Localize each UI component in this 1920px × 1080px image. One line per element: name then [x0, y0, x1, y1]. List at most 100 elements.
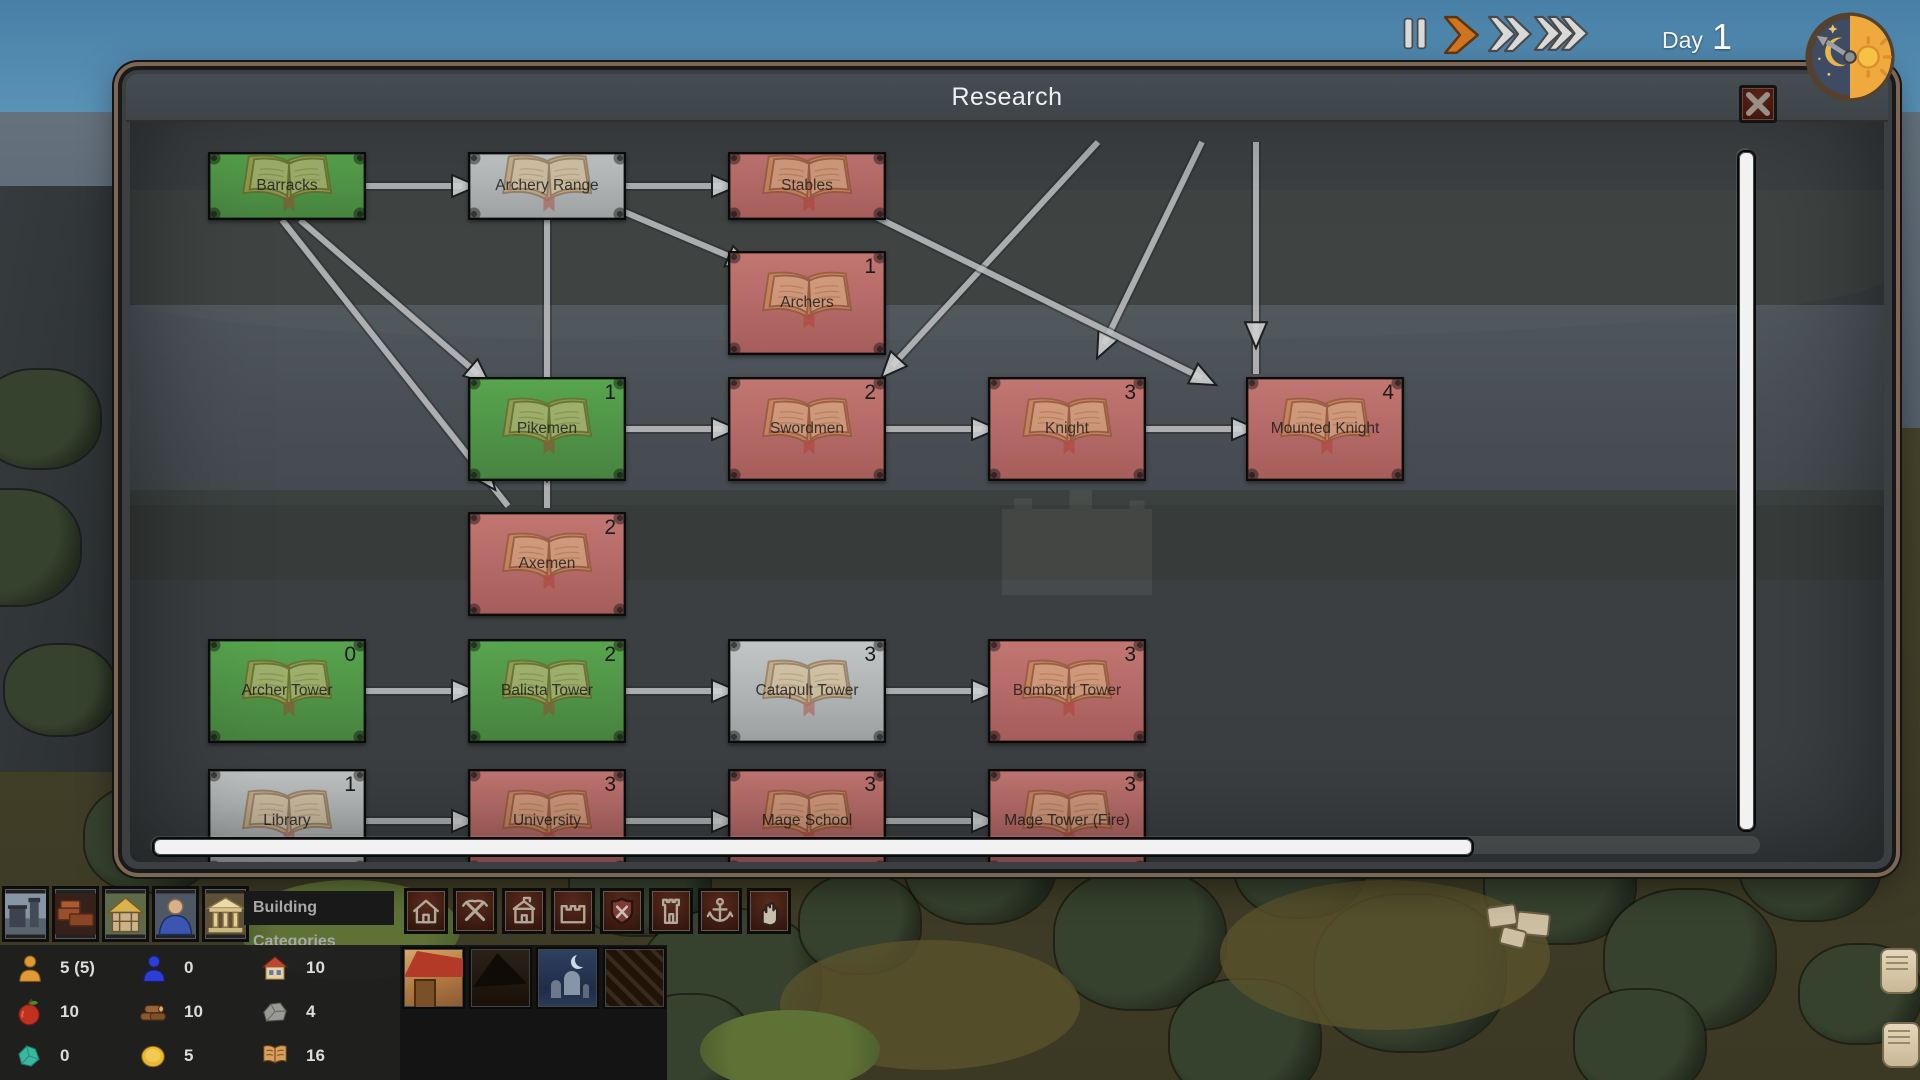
building-category-toolbar — [404, 888, 791, 934]
resource-gems-value: 0 — [60, 1046, 70, 1065]
research-cost-badge: 3 — [1124, 643, 1136, 666]
corner-flourish — [990, 641, 1144, 741]
category-naval[interactable] — [698, 888, 742, 934]
coin-icon — [141, 1045, 165, 1068]
tech-node-label: Swordmen — [769, 420, 845, 437]
play-icon — [1443, 15, 1480, 55]
tech-node-catapult-tower[interactable]: 3 Catapult Tower — [728, 639, 886, 743]
dialog-header: Research — [126, 74, 1888, 122]
category-towers[interactable] — [649, 888, 693, 934]
resource-population-value: 5 (5) — [60, 958, 95, 977]
resource-workers: 0 — [138, 953, 193, 983]
tree-cluster — [1055, 870, 1225, 1010]
tech-node-archer-tower[interactable]: 0 Archer Tower — [208, 639, 366, 743]
close-button[interactable] — [1739, 85, 1777, 123]
research-cost-badge: 3 — [864, 773, 876, 796]
research-cost-badge: 1 — [344, 773, 356, 796]
play-button[interactable] — [1441, 14, 1483, 56]
bricks-icon — [55, 893, 96, 935]
pause-button[interactable] — [1401, 15, 1429, 55]
category-military[interactable] — [600, 888, 644, 934]
vertical-scrollbar[interactable] — [1736, 148, 1756, 832]
building-thumb-graveyard[interactable] — [536, 947, 599, 1009]
scroll-pickup[interactable] — [1880, 948, 1918, 994]
tech-node-pikemen[interactable]: 1 Pikemen — [468, 377, 626, 481]
tech-node-label: Pikemen — [516, 420, 578, 437]
tech-node-label: Archer Tower — [241, 682, 333, 699]
tech-node-label: Mage School — [761, 812, 853, 829]
hand-icon — [761, 902, 779, 926]
tech-node-label: Knight — [1045, 420, 1089, 437]
research-cost-badge: 3 — [1124, 773, 1136, 796]
building-thumb-market[interactable] — [402, 947, 465, 1009]
house-building-icon — [105, 893, 146, 935]
building-thumb-dark-house[interactable] — [469, 947, 532, 1009]
castle-town-icon — [5, 893, 46, 935]
civic-building-icon — [512, 896, 536, 924]
castle-wall-icon — [560, 905, 586, 924]
tech-node-label: Axemen — [518, 555, 576, 572]
gem-icon — [18, 1045, 40, 1067]
main-menu-buttons — [2, 886, 249, 942]
house-icon — [413, 899, 439, 924]
tech-node-label: Balista Tower — [501, 682, 593, 699]
tech-node-balista-tower[interactable]: 2 Balista Tower — [468, 639, 626, 743]
tech-node-stables[interactable]: Stables — [728, 152, 886, 220]
stone-icon — [263, 1002, 287, 1022]
villager-portrait-icon — [155, 893, 196, 936]
villager-icon — [19, 955, 41, 982]
corner-flourish — [470, 379, 624, 479]
bricks-menu-button[interactable] — [52, 886, 99, 942]
category-walls[interactable] — [551, 888, 595, 934]
town-menu-button[interactable] — [2, 886, 49, 942]
scroll-pickup[interactable] — [1882, 1022, 1920, 1068]
day-night-clock-icon[interactable] — [1804, 11, 1896, 103]
research-dialog: Research Barracks — [122, 70, 1892, 869]
corner-flourish — [470, 514, 624, 614]
anchor-icon — [706, 897, 734, 922]
tech-node-knight[interactable]: 3 Knight — [988, 377, 1146, 481]
horizontal-scrollbar-thumb[interactable] — [152, 837, 1474, 857]
tech-node-archers[interactable]: 1 Archers — [728, 251, 886, 355]
tower-icon — [662, 898, 680, 924]
research-cost-badge: 1 — [864, 255, 876, 278]
category-civic[interactable] — [502, 888, 546, 934]
tech-node-axemen[interactable]: 2 Axemen — [468, 512, 626, 616]
building-thumb-lattice[interactable] — [603, 947, 666, 1009]
tech-node-bombard-tower[interactable]: 3 Bombard Tower — [988, 639, 1146, 743]
tech-tree-viewport[interactable]: Barracks Archery Range — [130, 122, 1884, 862]
resource-stone-value: 4 — [306, 1002, 316, 1021]
tree-cluster — [0, 370, 100, 469]
tech-node-label: Stables — [781, 177, 833, 194]
tech-node-label: Catapult Tower — [755, 682, 859, 699]
resource-food: 10 — [14, 997, 79, 1027]
tech-node-archery-range[interactable]: Archery Range — [468, 152, 626, 220]
moss-patch — [700, 1010, 880, 1080]
rocks — [1485, 903, 1519, 929]
resource-gold: 5 — [138, 1041, 193, 1071]
corner-flourish — [210, 641, 364, 741]
category-decoration[interactable] — [747, 888, 791, 934]
tech-node-mounted-knight[interactable]: 4 Mounted Knight — [1246, 377, 1404, 481]
resource-workers-value: 0 — [184, 958, 194, 977]
fastest-forward-button[interactable] — [1533, 14, 1593, 56]
horizontal-scrollbar[interactable] — [150, 836, 1760, 857]
research-menu-button[interactable] — [202, 886, 249, 942]
tech-node-barracks[interactable]: Barracks — [208, 152, 366, 220]
corner-flourish — [990, 379, 1144, 479]
house-resource-icon — [261, 956, 289, 980]
building-categories-label: Building Categories — [244, 891, 394, 950]
villager-menu-button[interactable] — [152, 886, 199, 942]
vertical-scrollbar-thumb[interactable] — [1737, 150, 1756, 832]
category-industry[interactable] — [453, 888, 497, 934]
research-cost-badge: 4 — [1382, 381, 1394, 404]
resource-housing: 10 — [260, 953, 325, 983]
resource-stone: 4 — [260, 997, 315, 1027]
corner-flourish — [730, 154, 884, 218]
tech-node-swordmen[interactable]: 2 Swordmen — [728, 377, 886, 481]
corner-flourish — [730, 253, 884, 353]
fast-forward-button[interactable] — [1487, 14, 1537, 56]
corner-flourish — [470, 641, 624, 741]
category-housing[interactable] — [404, 888, 448, 934]
house-menu-button[interactable] — [102, 886, 149, 942]
